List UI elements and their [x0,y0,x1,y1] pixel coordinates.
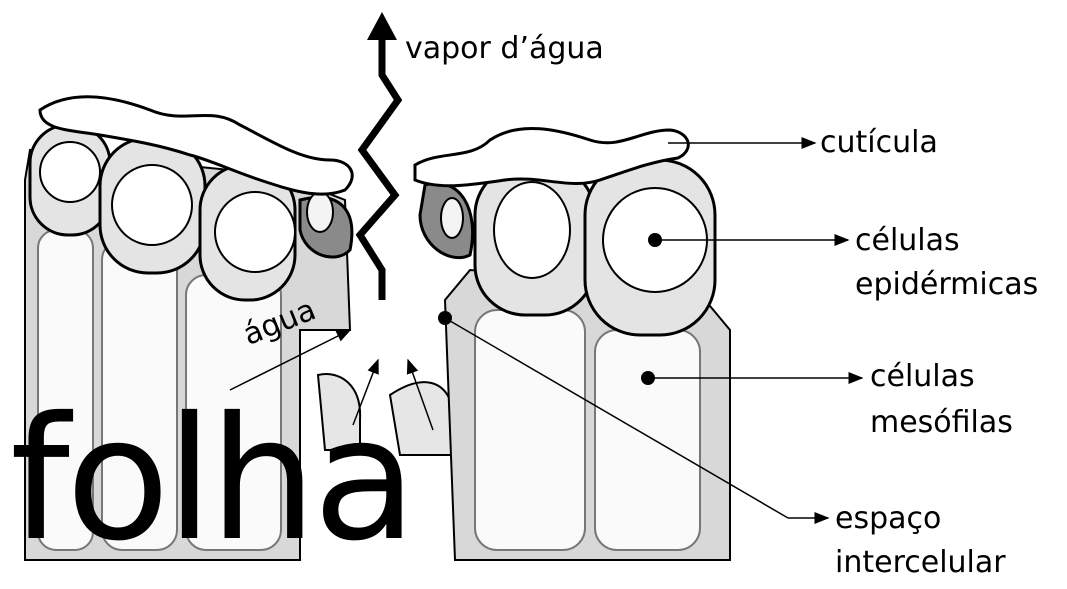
arrowhead-icon [367,12,397,40]
vapor-zigzag-arrow [360,30,398,300]
right-tissue [415,128,730,560]
label-celulas-epidermicas-1: células [855,222,960,260]
label-vapor: vapor d’água [405,30,604,68]
label-mesofilas: mesófilas [870,404,1013,442]
epidermal-cell [441,198,463,238]
label-intercelular: intercelular [835,544,1006,582]
mesophyll-cell [475,310,585,550]
label-cuticula: cutícula [820,124,938,162]
label-celulas-mesofilas-1: células [870,358,975,396]
epidermal-cell [307,192,333,232]
label-espaco: espaço [835,500,941,538]
label-folha: folha [10,395,413,565]
label-epidermicas: epidérmicas [855,266,1038,304]
mesophyll-cell [595,330,700,550]
